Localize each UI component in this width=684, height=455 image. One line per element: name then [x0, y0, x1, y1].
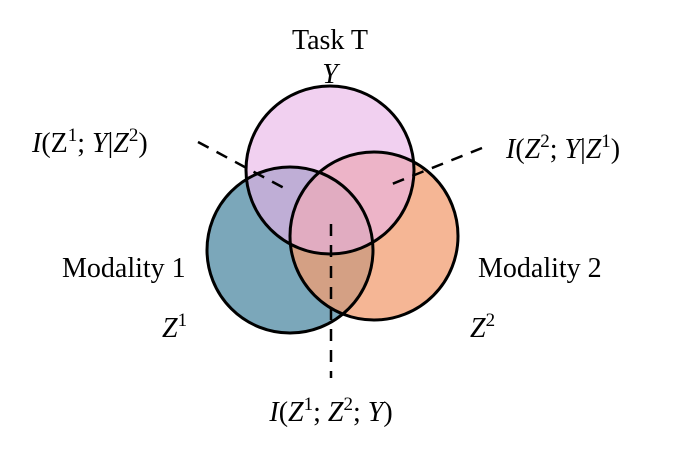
shared-info-label: I(Z1; Z2; Y): [268, 394, 392, 428]
leader-lines: [197, 140, 483, 378]
unique-info-1-label: I(Z1; Y|Z2): [31, 125, 148, 159]
modality-2-outline: [288, 150, 460, 322]
circle-fills: [207, 86, 458, 333]
task-circle: [246, 86, 414, 254]
leader-line-unique-1: [197, 140, 285, 190]
task-title: Task T: [292, 25, 368, 56]
modality-1-outline: [205, 165, 375, 335]
modality-1-variable: Z1: [162, 310, 187, 344]
modality-2-title: Modality 2: [478, 253, 602, 284]
modality-2-variable: Z2: [470, 310, 495, 344]
modality-1-title: Modality 1: [62, 253, 186, 284]
leader-line-unique-2: [391, 146, 483, 186]
task-variable: Y: [322, 59, 341, 90]
unique-info-2-label: I(Z2; Y|Z1): [505, 131, 620, 165]
